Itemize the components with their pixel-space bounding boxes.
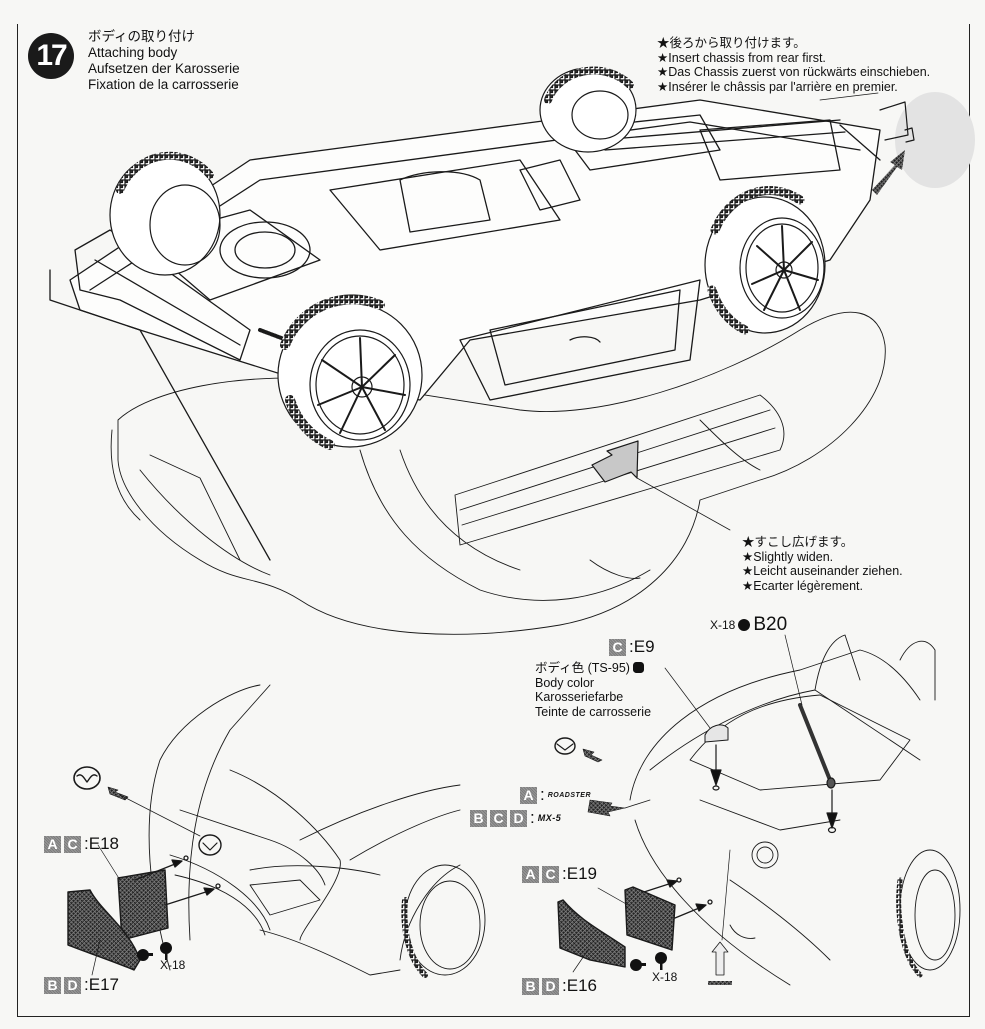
rear-plate-upper-label: A C :E19 <box>522 864 597 884</box>
mazda-logo-rear-icon <box>554 737 576 755</box>
note-rear-first-en: Insert chassis from rear first. <box>657 51 930 66</box>
page-frame <box>17 24 970 1017</box>
rear-plate-lower-label: B D :E16 <box>522 976 597 996</box>
note-rear-first: 後ろから取り付けます。 Insert chassis from rear fir… <box>657 36 930 94</box>
mazda-logo-icon <box>73 766 101 790</box>
rear-plate-e19 <box>624 886 676 951</box>
antenna-b20 <box>798 703 832 782</box>
car-rear-view <box>629 634 961 986</box>
shark-fin-e9 <box>704 724 729 743</box>
wheel-rear-left <box>539 66 637 153</box>
step-title-fr: Fixation de la carrosserie <box>88 77 239 92</box>
cement-bottle-icon <box>137 942 172 961</box>
version-box-d: D <box>510 809 527 827</box>
note-widen-en: Slightly widen. <box>742 550 903 565</box>
front-plate-e18 <box>117 869 169 941</box>
plate-arrows-front <box>134 855 221 906</box>
emblem-direction-arrow <box>587 799 626 817</box>
insert-direction-arrow <box>872 92 975 195</box>
wheel-front-right <box>277 294 423 450</box>
wheel-front-left <box>109 151 221 276</box>
note-widen-ja: すこし広げます。 <box>742 535 903 550</box>
version-box-a: A <box>520 786 537 804</box>
version-box-c: C <box>64 835 81 853</box>
cement-bottle-rear-icon <box>630 952 667 971</box>
version-box-c: C <box>490 809 507 827</box>
step-title-en: Attaching body <box>88 45 178 60</box>
version-box-c: C <box>542 865 559 883</box>
note-rear-first-fr: Insérer le châssis par l'arrière en prem… <box>657 80 930 95</box>
note-widen-fr: Ecarter légèrement. <box>742 579 903 594</box>
version-box-b: B <box>522 977 539 995</box>
antenna-part-label: X-18 B20 <box>710 614 787 636</box>
body-color-fr: Teinte de carrosserie <box>535 704 652 719</box>
widen-arrow <box>591 440 639 483</box>
body-color-de: Karosseriefarbe <box>535 690 624 704</box>
rear-cement-code: X-18 <box>652 970 678 984</box>
body-color-ja: ボディ色 (TS-95) <box>535 661 651 676</box>
version-box-a: A <box>44 835 61 853</box>
note-widen: すこし広げます。 Slightly widen. Leicht auseinan… <box>742 535 903 594</box>
rear-plate-lower-part: :E16 <box>562 976 597 995</box>
emblem-roadster: ROADSTER <box>547 791 592 799</box>
version-box-c: C <box>609 638 626 656</box>
rear-plate-e16 <box>557 899 626 968</box>
front-plate-upper-label: A C :E18 <box>44 834 119 854</box>
step-title-ja: ボディの取り付け <box>88 29 196 44</box>
paint-jar-icon <box>633 662 645 673</box>
cement-bottle-icon <box>738 619 751 631</box>
antenna-cement-code: X-18 <box>710 618 736 632</box>
note-widen-de: Leicht auseinander ziehen. <box>742 564 902 579</box>
note-rear-first-ja: 後ろから取り付けます。 <box>657 36 930 51</box>
version-box-d: D <box>542 977 559 995</box>
chassis <box>49 99 881 561</box>
version-box-d: D <box>64 976 81 994</box>
car-front-view <box>148 684 486 978</box>
wheel-rear-right <box>704 186 826 335</box>
front-plate-lower-label: B D :E17 <box>44 975 119 995</box>
plate-arrows-rear <box>643 877 713 919</box>
step-title-de: Aufsetzen der Karosserie <box>88 61 240 76</box>
body-color-en: Body color <box>535 675 595 690</box>
version-box-b: B <box>44 976 61 994</box>
step-number-badge: 17 <box>28 33 74 79</box>
note-rear-first-de: Das Chassis zuerst von rückwärts einschi… <box>657 65 930 80</box>
shark-fin-part-label: C :E9 <box>609 637 655 657</box>
rear-plate-upper-part: :E19 <box>562 864 597 883</box>
emblem-mx5: MX-5 <box>537 813 562 823</box>
shark-fin-part-number: :E9 <box>629 637 655 656</box>
emblem-roadster-label: A : ROADSTER <box>520 785 591 805</box>
front-plate-lower-part: :E17 <box>84 975 119 994</box>
version-box-a: A <box>522 865 539 883</box>
front-cement-code: X-18 <box>160 958 186 972</box>
logo-direction-arrow <box>107 786 129 801</box>
step-title: ボディの取り付け Attaching body Aufsetzen der Ka… <box>88 29 240 93</box>
antenna-part-number: B20 <box>753 614 788 635</box>
mazda-logo-on-car-icon <box>198 834 222 856</box>
body-color-paint: ボディ色 (TS-95) Body color Karosseriefarbe … <box>535 661 651 719</box>
version-box-b: B <box>470 809 487 827</box>
tow-hook-arrow <box>711 941 729 976</box>
emblem-mx5-label: B C D : MX-5 <box>470 808 561 828</box>
front-plate-upper-part: :E18 <box>84 834 119 853</box>
